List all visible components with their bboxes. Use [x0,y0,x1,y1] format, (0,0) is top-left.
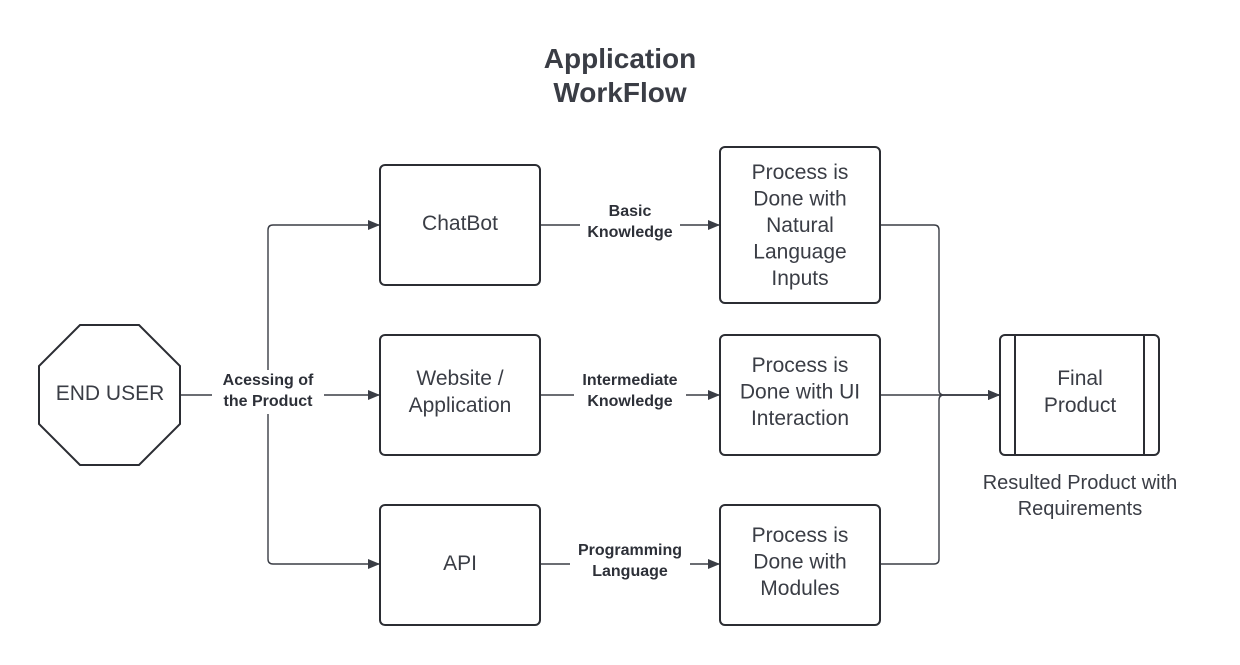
node-process-ui-label: Process is Done with UI Interaction [740,354,860,430]
edge-fork-to-api [267,395,380,569]
text-line: Requirements [1018,498,1143,520]
node-api-label: API [443,552,477,575]
text-line: Programming [578,542,682,559]
text-line: the Product [224,393,314,410]
edge-label-access-text: Acessing of the Product [223,372,314,410]
text-line: Process is [752,161,849,184]
edge-process-modules-to-final [881,390,1000,565]
text-line: Process is [752,524,849,547]
text-line: Application [409,394,512,417]
node-api: API [379,504,541,626]
node-website: Website / Application [379,334,541,456]
node-end-user: END USER [38,324,181,466]
text-line: Language [592,563,668,580]
text-line: Done with [753,550,846,573]
text-line: Basic [609,203,652,220]
edge-process-nl-to-final [881,224,1000,400]
text-line: Resulted Product with [983,472,1178,494]
text-line: Website / [416,367,503,390]
text-line: Done with UI [740,380,860,403]
node-website-label: Website / Application [409,367,512,417]
node-process-ui: Process is Done with UI Interaction [719,334,881,456]
text-line: API [443,552,477,575]
text-line: Final [1057,367,1103,390]
text-line: Process is [752,354,849,377]
text-line: Language [753,240,846,263]
text-line: Application [544,43,696,74]
text-line: END USER [56,382,165,405]
octagon-shape [38,324,181,466]
text-line: WorkFlow [553,77,686,108]
text-line: ChatBot [422,212,498,235]
node-end-user-label: END USER [56,382,165,405]
text-line: Inputs [771,267,828,290]
text-line: Knowledge [587,393,672,410]
node-chatbot-label: ChatBot [422,212,498,235]
text-line: Knowledge [587,224,672,241]
node-chatbot: ChatBot [379,164,541,286]
text-line: Interaction [751,407,849,430]
text-line: Intermediate [582,372,677,389]
text-line: Natural [766,214,834,237]
edge-label-access: Acessing of the Product [212,370,324,414]
text-line: Acessing of [223,372,314,389]
edge-fork-to-chatbot [267,220,380,395]
text-line: Done with [753,187,846,210]
text-line: Product [1044,394,1117,417]
text-line: Modules [760,577,839,600]
